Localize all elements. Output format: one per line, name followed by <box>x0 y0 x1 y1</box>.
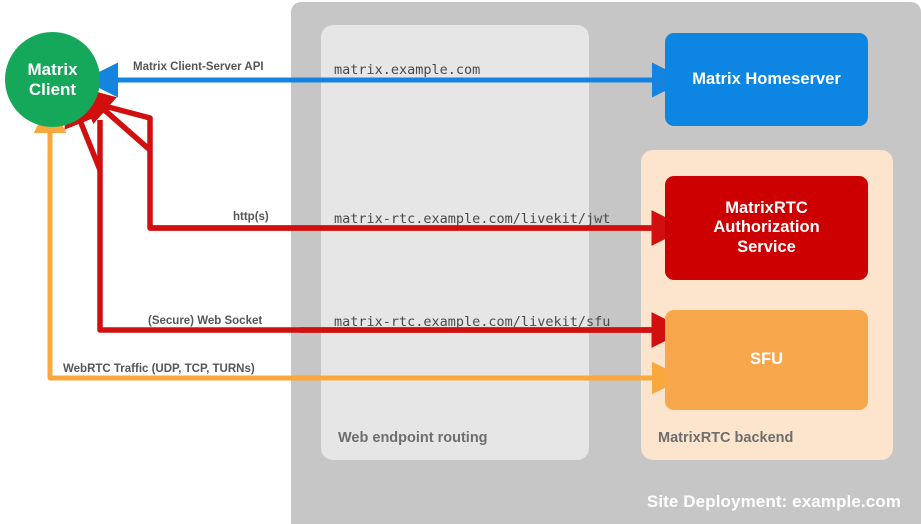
node-matrix-homeserver-label: Matrix Homeserver <box>692 69 841 88</box>
node-sfu[interactable]: SFU <box>665 310 868 410</box>
endpoint-url-homeserver: matrix.example.com <box>334 62 481 78</box>
node-sfu-label: SFU <box>750 350 783 369</box>
web-endpoint-routing-panel: Web endpoint routing <box>321 25 589 460</box>
node-matrixrtc-authorization-service[interactable]: MatrixRTC Authorization Service <box>665 176 868 280</box>
edge-label-http: http(s) <box>233 211 269 223</box>
node-auth-line2: Authorization <box>713 218 820 237</box>
edge-label-client-server-api: Matrix Client-Server API <box>133 61 264 73</box>
node-matrix-client-line1: Matrix <box>27 59 78 79</box>
edge-label-webrtc-traffic: WebRTC Traffic (UDP, TCP, TURNs) <box>63 363 255 375</box>
matrixrtc-backend-label: MatrixRTC backend <box>658 430 794 446</box>
endpoint-url-livekit-jwt: matrix-rtc.example.com/livekit/jwt <box>334 211 611 227</box>
edge-label-web-socket: (Secure) Web Socket <box>148 315 263 327</box>
node-auth-line3: Service <box>737 237 796 256</box>
node-matrix-client[interactable]: Matrix Client <box>5 32 100 127</box>
edge-livekit-sfu-client-arrowhead <box>64 89 103 172</box>
node-matrix-client-line2: Client <box>28 79 77 99</box>
endpoint-url-livekit-sfu: matrix-rtc.example.com/livekit/sfu <box>334 314 611 330</box>
node-matrix-homeserver[interactable]: Matrix Homeserver <box>665 33 868 126</box>
web-endpoint-routing-label: Web endpoint routing <box>338 430 488 446</box>
site-deployment-label: Site Deployment: example.com <box>646 492 901 511</box>
edge-livekit-jwt-client-arrowhead <box>78 87 152 153</box>
node-auth-line1: MatrixRTC <box>725 198 808 217</box>
